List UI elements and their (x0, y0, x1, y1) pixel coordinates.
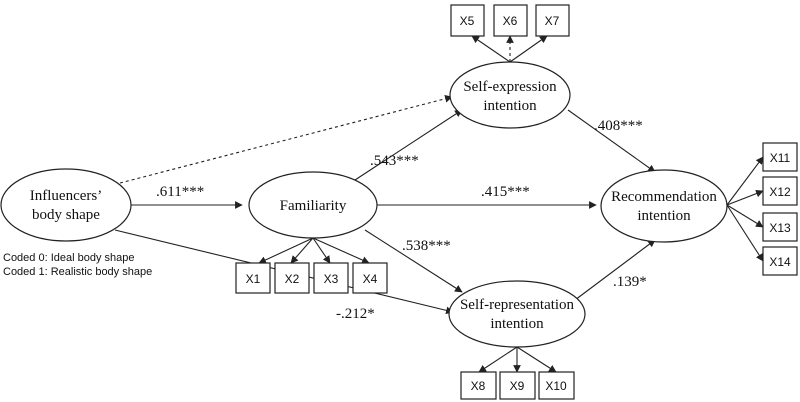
arrow-recommendation-x14 (726, 204, 764, 262)
coef-influencers-self-representation: -.212* (336, 306, 375, 322)
indicator-x3-label: X3 (324, 272, 339, 286)
coef-familiarity-self-representation: .538*** (402, 238, 451, 254)
indicator-x12-label: X12 (769, 185, 791, 199)
indicator-box-x10: X10 (538, 371, 575, 400)
indicator-box-x12: X12 (762, 176, 798, 206)
indicator-box-x3: X3 (313, 262, 349, 294)
coef-influencers-familiarity: .611*** (156, 184, 204, 200)
path-familiarity-self-representation (364, 229, 463, 293)
familiarity-label: Familiarity (280, 198, 347, 214)
arrow-familiarity-x3 (312, 237, 331, 264)
coef-familiarity-self-expression: .543*** (370, 153, 419, 169)
indicator-x5-label: X5 (460, 14, 475, 28)
path-familiarity-self-expression (354, 109, 463, 181)
indicator-x2-label: X2 (285, 272, 300, 286)
indicator-box-x5: X5 (450, 4, 485, 37)
coding-note-line2: Coded 1: Realistic body shape (3, 266, 152, 278)
indicator-x13-label: X13 (769, 221, 791, 235)
influencers-label-line2: body shape (32, 207, 100, 223)
arrow-self-representation-x8 (478, 346, 518, 373)
arrow-familiarity-x1 (258, 237, 314, 264)
path-influencers-self-expression (119, 95, 453, 184)
node-familiarity: Familiarity (248, 171, 378, 239)
indicator-box-x11: X11 (762, 142, 798, 172)
indicator-x4-label: X4 (363, 272, 378, 286)
influencers-label-line1: Influencers’ (30, 188, 102, 204)
node-self-representation-intention: Self-representation intention (448, 280, 586, 348)
indicator-x1-label: X1 (246, 272, 261, 286)
indicator-x11-label: X11 (770, 151, 791, 165)
indicator-x6-label: X6 (503, 14, 518, 28)
indicator-x10-label: X10 (545, 379, 567, 393)
arrow-self-expression-x7 (509, 35, 548, 63)
arrow-recommendation-x13 (726, 204, 764, 228)
recommendation-label-line1: Recommendation (611, 189, 717, 205)
indicator-box-x13: X13 (762, 212, 798, 242)
indicator-box-x14: X14 (762, 246, 798, 276)
indicator-box-x4: X4 (352, 262, 388, 294)
node-recommendation-intention: Recommendation intention (600, 169, 728, 243)
coef-self-representation-recommendation: .139* (613, 274, 647, 290)
coef-self-expression-recommendation: .408*** (594, 118, 643, 134)
path-self-expression-recommendation (567, 109, 656, 173)
indicator-box-x9: X9 (499, 371, 536, 400)
indicator-box-x8: X8 (460, 371, 497, 400)
recommendation-label-line2: intention (637, 208, 691, 224)
indicator-x8-label: X8 (471, 379, 486, 393)
indicator-x7-label: X7 (545, 14, 560, 28)
node-self-expression-intention: Self-expression intention (449, 61, 571, 129)
coef-familiarity-recommendation: .415*** (481, 184, 530, 200)
arrow-self-expression-x5 (471, 35, 511, 63)
self-expression-label-line2: intention (483, 98, 537, 114)
node-influencers-body-shape: Influencers’ body shape (0, 168, 132, 242)
path-self-representation-recommendation (574, 239, 656, 301)
self-representation-label-line2: intention (490, 316, 544, 332)
indicator-box-x2: X2 (274, 262, 310, 294)
indicator-x14-label: X14 (769, 255, 791, 269)
indicator-box-x7: X7 (535, 4, 570, 37)
arrow-familiarity-x2 (290, 237, 314, 264)
arrow-familiarity-x4 (312, 237, 370, 264)
coding-note-line1: Coded 0: Ideal body shape (3, 252, 135, 264)
indicator-box-x1: X1 (235, 262, 271, 294)
arrow-recommendation-x11 (726, 156, 764, 206)
arrow-recommendation-x12 (726, 189, 764, 206)
arrow-self-representation-x10 (516, 346, 557, 373)
indicator-x9-label: X9 (510, 379, 525, 393)
self-expression-label-line1: Self-expression (463, 79, 557, 95)
self-representation-label-line1: Self-representation (460, 297, 575, 313)
indicator-box-x6: X6 (493, 4, 528, 37)
